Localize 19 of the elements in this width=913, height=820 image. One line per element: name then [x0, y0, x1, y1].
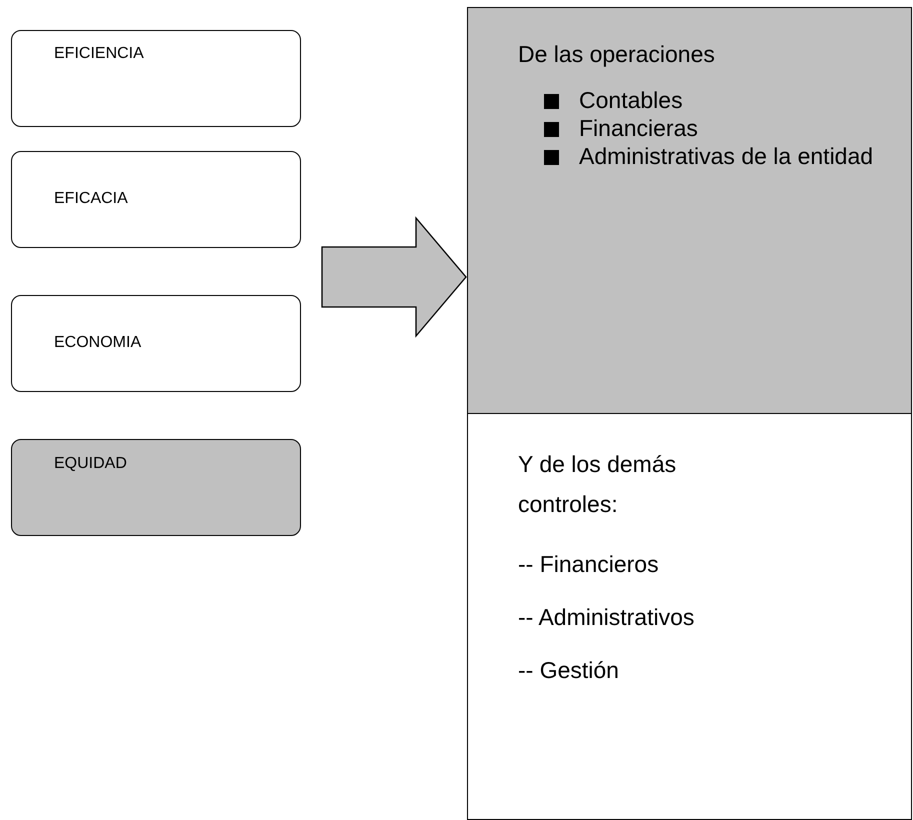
- rounded-box: [11, 30, 301, 127]
- rounded-box: [11, 439, 301, 536]
- box-label: EFICACIA: [54, 190, 129, 208]
- box-label: ECONOMIA: [54, 334, 142, 352]
- list-item: Contables: [579, 87, 683, 115]
- panel-heading: Y de los demás controles:: [518, 450, 678, 520]
- box-label: EFICIENCIA: [54, 45, 145, 63]
- list-item: Administrativas de la entidad: [579, 142, 874, 170]
- rounded-box: [11, 151, 301, 248]
- list-item: -- Financieros: [518, 550, 660, 578]
- panel: [467, 7, 912, 414]
- list-item: Financieras: [579, 114, 698, 143]
- rounded-box: [11, 295, 301, 392]
- box-label: EQUIDAD: [54, 455, 128, 473]
- block-arrow: [321, 216, 467, 338]
- list-item: -- Gestión: [518, 656, 620, 684]
- list-item: -- Administrativos: [518, 604, 696, 630]
- panel: [467, 413, 912, 820]
- panel-heading: De las operaciones: [518, 40, 716, 69]
